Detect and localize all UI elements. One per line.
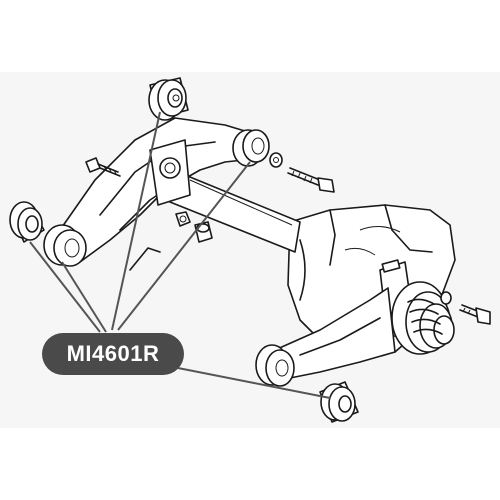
bushing-arm-end (232, 129, 270, 167)
bushing-left (9, 201, 45, 243)
nut-middle (175, 211, 191, 227)
bushing-arm-left (43, 224, 87, 267)
lower-crossmember (274, 287, 396, 379)
upper-crossmember (59, 117, 263, 271)
collar-middle (194, 221, 213, 243)
bushing-top (148, 77, 189, 121)
bushing-bottom (319, 381, 359, 423)
leader-lines (29, 111, 331, 399)
bolt-left (85, 157, 121, 177)
bolt-top-right (287, 167, 335, 193)
bolt-right (440, 291, 491, 325)
part-number-badge: MI4601R (42, 333, 184, 375)
bushing-lower-arm (255, 344, 295, 387)
washer (269, 152, 283, 168)
